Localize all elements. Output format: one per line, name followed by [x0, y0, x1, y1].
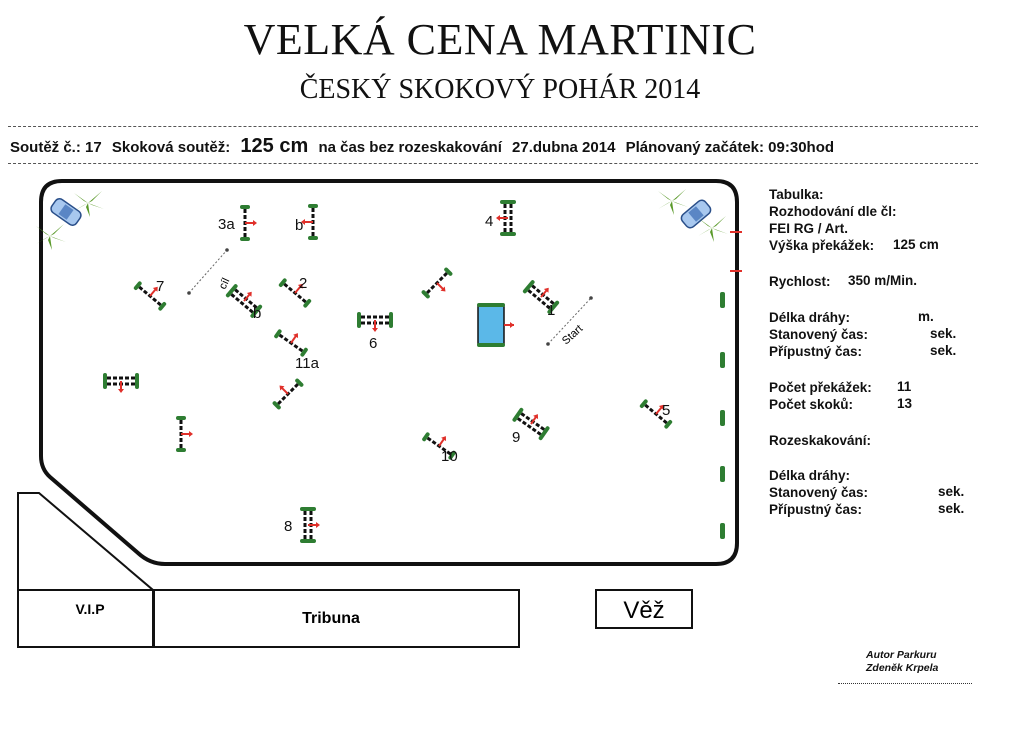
height-label: Výška překážek:	[769, 238, 875, 253]
fence-4-label: 4	[485, 213, 493, 230]
start-line	[546, 296, 593, 346]
jumps-label: Počet skoků:	[769, 397, 854, 412]
fence-3b-label: b	[295, 217, 303, 234]
allowed-time-label: Přípustný čas:	[769, 344, 863, 359]
tower-outline	[595, 589, 693, 629]
course-author: Autor Parkuru Zdeněk Krpela	[866, 649, 938, 675]
fence-9	[512, 407, 550, 441]
jumpoff-allowed-time-unit: sek.	[938, 501, 965, 516]
page-subtitle: ČESKÝ SKOKOVÝ POHÁR 2014	[299, 74, 701, 105]
fence-6	[357, 312, 393, 332]
signature-line	[838, 683, 972, 684]
water-jump	[477, 303, 514, 347]
speed-value: 350 m/Min.	[848, 273, 918, 288]
fence-11a	[274, 329, 308, 357]
competition-number: Soutěž č.: 17	[10, 139, 102, 156]
set-time-label: Stanovený čas:	[769, 327, 869, 342]
car-icon	[50, 198, 82, 226]
jumps-value: 13	[897, 396, 913, 411]
author-title: Autor Parkuru	[866, 649, 937, 661]
fence-10-label: 10	[441, 448, 458, 465]
tribune-outline	[153, 589, 520, 648]
arena-outline	[39, 179, 739, 566]
tribune-label: Tribuna	[302, 610, 360, 627]
fence-3b	[301, 204, 318, 240]
vip-label: V.I.P	[75, 601, 104, 617]
obstacles-label: Počet překážek:	[769, 380, 872, 395]
divider-top	[8, 126, 978, 127]
obstacles-value: 11	[897, 379, 912, 394]
author-name: Zdeněk Krpela	[866, 662, 939, 674]
fence-8-label: 8	[284, 518, 292, 535]
length-unit: m.	[918, 309, 934, 324]
fence-3a-label: 3a	[218, 216, 235, 233]
judging-label: Rozhodování dle čl:	[769, 204, 897, 219]
jumpoff-length-label: Délka dráhy:	[769, 468, 851, 483]
table-label: Tabulka:	[769, 187, 824, 202]
jumpoff-label: Rozeskakování:	[769, 433, 872, 448]
fence-2-label: 2	[299, 275, 307, 292]
tower-label: Věž	[623, 597, 664, 624]
fence-6-label: 6	[369, 335, 377, 352]
allowed-time-unit: sek.	[930, 343, 957, 358]
jumpoff-set-time-label: Stanovený čas:	[769, 485, 869, 500]
jumpoff-set-time-unit: sek.	[938, 484, 965, 499]
fence-9-label: 9	[512, 429, 520, 446]
fence-7-label: 7	[156, 278, 164, 295]
fence-8	[300, 507, 320, 543]
fence-13	[103, 373, 139, 393]
fence-3a	[240, 205, 257, 241]
fence-5-label: 5	[662, 402, 670, 419]
hedge-row	[720, 292, 725, 539]
fence-5	[639, 399, 673, 429]
palm-icon	[36, 189, 728, 250]
competition-info: Soutěž č.: 17 Skoková soutěž: 125 cm na …	[10, 135, 840, 158]
vip-area-outline	[17, 492, 154, 648]
jumpoff-allowed-time-label: Přípustný čas:	[769, 502, 863, 517]
fence-12	[421, 267, 453, 299]
set-time-unit: sek.	[930, 326, 957, 341]
length-label: Délka dráhy:	[769, 310, 851, 325]
finish-line	[187, 248, 229, 295]
fence-2	[278, 278, 312, 308]
speed-label: Rychlost:	[769, 274, 831, 289]
fence-14	[176, 416, 193, 452]
fence-11a-label: 11a	[295, 355, 320, 372]
car-icon	[680, 199, 712, 229]
fence-11b	[272, 378, 304, 410]
fence-7	[133, 281, 167, 311]
competition-type: Skoková soutěž:	[111, 139, 231, 156]
fence-1-label: 1	[547, 302, 555, 319]
height-value: 125 cm	[893, 237, 939, 252]
page-title: VELKÁ CENA MARTINIC	[243, 15, 757, 64]
finish-label: cíl	[217, 276, 233, 291]
fence-10	[422, 432, 456, 460]
fence-7b	[225, 284, 263, 318]
competition-height: 125 cm	[240, 135, 309, 157]
fence-1	[522, 280, 560, 314]
competition-start: Plánovaný začátek: 09:30hod	[625, 139, 835, 156]
competition-mode: na čas bez rozeskakování	[318, 139, 502, 156]
start-label: Start	[560, 323, 585, 347]
competition-date: 27.dubna 2014	[512, 139, 616, 156]
divider-bottom	[8, 163, 978, 164]
fence-4	[496, 200, 516, 236]
judging-value: FEI RG / Art.	[769, 221, 849, 236]
fence-7b-label: b	[253, 305, 261, 322]
